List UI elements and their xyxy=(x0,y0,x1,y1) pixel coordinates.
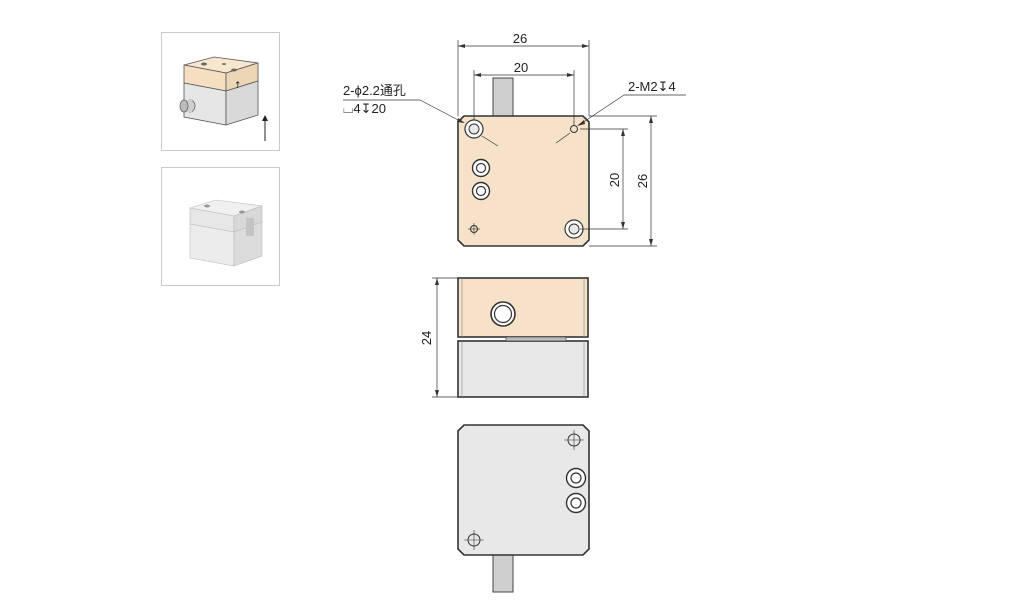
dimension-right-inner: 20 xyxy=(580,128,628,230)
technical-drawing: 26 20 20 xyxy=(343,31,686,593)
product-photo-image xyxy=(189,199,263,267)
dim-label-side-height: 24 xyxy=(419,331,434,345)
bottom-tapped-hole-top-right xyxy=(564,430,584,450)
side-view: 24 xyxy=(419,277,589,398)
dimension-side-height: 24 xyxy=(419,277,458,398)
bottom-view xyxy=(457,424,590,593)
thumbnail-product-photo[interactable] xyxy=(161,167,280,286)
dimension-top-outer: 26 xyxy=(457,31,590,116)
3d-model-image: ↑ xyxy=(179,56,268,141)
adjust-screw-1 xyxy=(471,158,491,178)
bottom-adjust-screw-2 xyxy=(565,492,587,514)
shaft-bottom xyxy=(492,553,514,593)
shaft-top xyxy=(492,77,514,117)
svg-text:↑: ↑ xyxy=(234,81,242,91)
callout-through-hole-line1: 2-ϕ2.2通孔 xyxy=(343,83,406,98)
side-view-screw xyxy=(490,301,516,327)
tapped-hole-bottom-left xyxy=(468,223,480,235)
side-view-top-part xyxy=(457,277,589,338)
dim-label-top-outer: 26 xyxy=(513,31,527,46)
top-view-body xyxy=(457,115,590,247)
bottom-tapped-hole-bottom-left xyxy=(464,530,484,550)
dimension-top-inner: 20 xyxy=(473,60,575,125)
adjust-screw-2 xyxy=(471,181,491,201)
thumbnail-3d-model[interactable]: ↑ xyxy=(161,32,280,151)
top-view: 26 20 20 xyxy=(343,31,686,247)
bottom-adjust-screw-1 xyxy=(565,467,587,489)
callout-tapped-hole: 2-M2↧4 xyxy=(555,79,686,144)
callout-through-hole-line2: ⌴4↧20 xyxy=(343,101,386,116)
dimension-right-outer: 26 xyxy=(589,115,657,247)
dim-label-top-inner: 20 xyxy=(514,60,528,75)
tapped-hole-top-right xyxy=(570,125,578,133)
through-hole-top-left xyxy=(464,119,484,139)
callout-through-hole: 2-ϕ2.2通孔 ⌴4↧20 xyxy=(343,83,499,147)
callout-tapped-hole-text: 2-M2↧4 xyxy=(628,79,676,94)
dim-label-right-inner: 20 xyxy=(607,173,622,187)
bottom-view-body xyxy=(457,424,590,556)
dim-label-right-outer: 26 xyxy=(635,174,650,188)
side-view-bottom-part xyxy=(457,340,589,398)
